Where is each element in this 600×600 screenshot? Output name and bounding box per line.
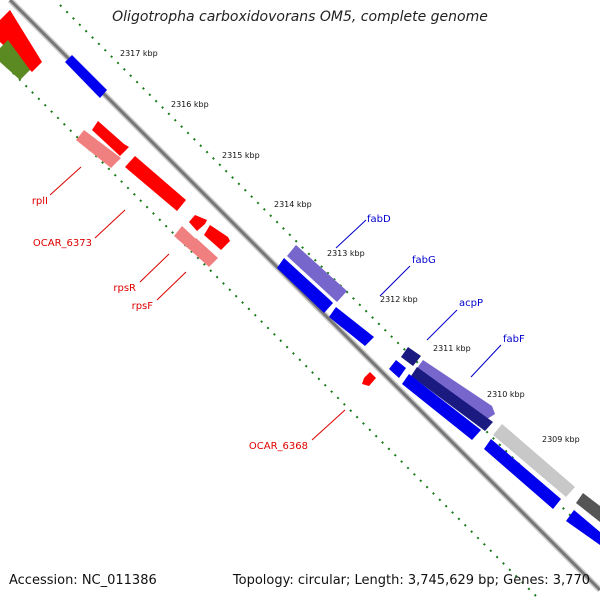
gene-label-ocar-6373: OCAR_6373 <box>33 238 92 249</box>
leader-line <box>426 309 458 341</box>
gene-arrow <box>493 424 575 497</box>
tick-label: 2309 kbp <box>542 435 580 444</box>
map-title: Oligotropha carboxidovorans OM5, complet… <box>112 9 488 25</box>
gene-arrow <box>484 439 561 509</box>
tick-label: 2316 kbp <box>171 100 209 109</box>
tick-label: 2315 kbp <box>222 151 260 160</box>
gene-label-fabd: fabD <box>367 214 391 225</box>
accession-label: Accession: NC_011386 <box>9 573 157 588</box>
leader-line <box>379 265 411 297</box>
gene-label-rpli: rplI <box>32 196 48 207</box>
gene-arrow <box>65 55 107 98</box>
gene-arrow <box>0 40 30 80</box>
gene-arrow <box>0 10 42 72</box>
gene-arrow <box>329 307 374 346</box>
gene-label-fabf: fabF <box>503 334 525 345</box>
genome-backbone <box>8 0 600 592</box>
gene-arrow <box>389 360 406 378</box>
leader-line <box>139 253 170 283</box>
gene-arrow <box>188 238 218 267</box>
tick-label: 2317 kbp <box>120 49 158 58</box>
leader-line <box>311 409 346 441</box>
gene-features <box>0 10 600 545</box>
gene-arrow <box>576 493 600 522</box>
leader-line <box>94 209 126 239</box>
tick-label: 2312 kbp <box>380 295 418 304</box>
tick-label: 2310 kbp <box>487 390 525 399</box>
gene-label-ocar-6368: OCAR_6368 <box>249 441 308 452</box>
gene-arrow <box>411 367 493 431</box>
outer-tick-track <box>59 4 600 546</box>
gene-arrow <box>277 258 333 313</box>
gene-arrow <box>287 245 347 302</box>
gene-label-acpp: acpP <box>459 298 483 309</box>
gene-label-fabg: fabG <box>412 255 436 266</box>
gene-label-rpsf: rpsF <box>132 301 154 312</box>
tick-labels: 2317 kbp 2316 kbp 2315 kbp 2314 kbp 2313… <box>120 49 580 444</box>
leader-line <box>49 166 82 196</box>
gene-arrow <box>92 121 129 156</box>
gene-label-rpsr: rpsR <box>113 283 136 294</box>
gene-arrow <box>402 374 481 440</box>
gene-arrow <box>204 225 230 250</box>
topology-label: Topology: circular; Length: 3,745,629 bp… <box>232 573 590 588</box>
gene-arrow <box>76 130 121 168</box>
gene-arrow <box>415 360 495 421</box>
gene-arrow <box>189 215 207 231</box>
gene-arrow <box>362 372 376 386</box>
leader-line <box>470 344 502 378</box>
gene-arrow <box>125 156 186 211</box>
tick-label: 2311 kbp <box>433 344 471 353</box>
gene-label-leaders <box>49 166 502 441</box>
gene-arrow <box>401 347 421 366</box>
leader-line <box>156 271 187 301</box>
gene-labels: rplI OCAR_6373 rpsR rpsF OCAR_6368 fabD … <box>32 196 525 452</box>
tick-label: 2313 kbp <box>327 249 365 258</box>
gene-arrow <box>566 510 600 545</box>
leader-line <box>335 219 367 249</box>
tick-label: 2314 kbp <box>274 200 312 209</box>
